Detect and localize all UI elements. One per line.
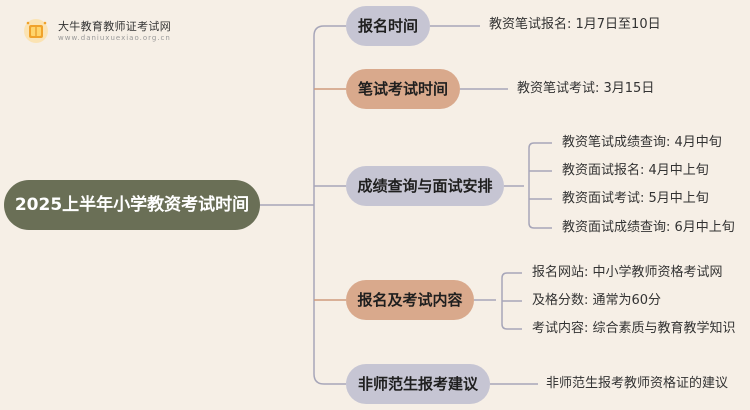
branch-content: 报名及考试内容: [346, 280, 474, 320]
fan-score-bracket: [528, 142, 552, 229]
trunk-line: [313, 25, 346, 385]
leaf-score-query: 教资笔试成绩查询: 4月中旬: [562, 135, 722, 150]
leaf-registration: 教资笔试报名: 1月7日至10日: [489, 17, 661, 32]
branch-written-exam-time: 笔试考试时间: [346, 69, 460, 109]
leaf-written-exam: 教资笔试考试: 3月15日: [517, 81, 655, 96]
book-icon: [24, 19, 48, 43]
branch-registration-time: 报名时间: [346, 6, 430, 46]
leaf-advice: 非师范生报考教师资格证的建议: [546, 376, 729, 391]
leaf-interview-exam: 教资面试考试: 5月中上旬: [562, 191, 709, 206]
leaf-pass-score: 及格分数: 通常为60分: [532, 293, 662, 308]
leaf-interview-score: 教资面试成绩查询: 6月中上旬: [562, 220, 735, 235]
leaf-website: 报名网站: 中小学教师资格考试网: [532, 265, 723, 280]
leaf-exam-content: 考试内容: 综合素质与教育教学知识: [532, 321, 736, 336]
leaf-interview-registration: 教资面试报名: 4月中上旬: [562, 163, 709, 178]
logo-title: 大牛教育教师证考试网: [58, 20, 171, 33]
branch-advice: 非师范生报考建议: [346, 364, 490, 404]
logo-url: www.daniuxuexiao.org.cn: [58, 34, 171, 42]
root-node: 2025上半年小学教资考试时间: [4, 180, 260, 230]
logo: 大牛教育教师证考试网 www.daniuxuexiao.org.cn: [18, 14, 178, 50]
branch-score-interview: 成绩查询与面试安排: [346, 166, 504, 206]
